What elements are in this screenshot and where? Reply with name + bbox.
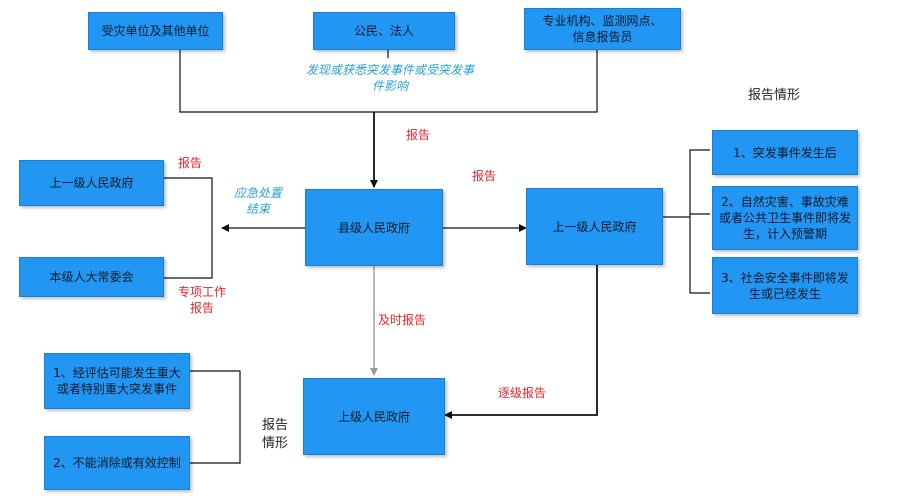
label-discover-line1: 发现或获悉突发事件或受突发事: [305, 63, 474, 77]
box-left-case-2: 2、不能消除或有效控制: [44, 436, 190, 490]
box-county-gov: 县级人民政府: [305, 189, 443, 266]
top-collector-line: [179, 50, 598, 113]
box-left-case-1: 1、经评估可能发生重大或者特别重大突发事件: [44, 353, 190, 409]
box-upper-gov-right: 上一级人民政府: [526, 188, 663, 265]
box-institutions: 专业机构、监测网点、信息报告员: [524, 8, 681, 50]
arrow-upper-right-to-superior: [444, 265, 598, 419]
label-special-line2: 报告: [189, 301, 214, 315]
label-special-report: 专项工作 报告: [170, 284, 234, 316]
label-bottom-cases: 报告 情形: [262, 417, 288, 453]
box-citizens: 公民、法人: [313, 12, 455, 50]
box-right-case-3: 3、社会安全事件即将发生或已经发生: [712, 257, 858, 314]
box-affected-units: 受灾单位及其他单位: [88, 12, 223, 50]
bottom-left-bracket: [190, 370, 241, 464]
box-superior-gov: 上级人民政府: [303, 378, 445, 455]
label-report-left: 报告: [178, 156, 203, 170]
label-timely-report: 及时报告: [378, 313, 427, 327]
right-bracket: [689, 149, 710, 294]
label-bottom-cases-line1: 报告: [262, 418, 289, 433]
box-npc-committee: 本级人大常委会: [19, 257, 164, 297]
left-bracket: [164, 177, 213, 279]
box-right-case-2: 2、自然灾害、事故灾难或者公共卫生事件即将发生，计入预警期: [712, 186, 858, 250]
label-report-main: 报告: [406, 128, 431, 142]
label-emergency-end: 应急处置 结束: [228, 185, 288, 217]
label-emergency-line1: 应急处置: [233, 186, 282, 200]
label-discover: 发现或获悉突发事件或受突发事 件影响: [280, 62, 500, 94]
label-skip-report: 逐级报告: [498, 386, 547, 400]
label-emergency-line2: 结束: [245, 202, 270, 216]
label-special-line1: 专项工作: [177, 285, 226, 299]
box-upper-gov-left: 上一级人民政府: [19, 160, 164, 206]
label-discover-line2: 件影响: [371, 79, 408, 93]
box-right-case-1: 1、突发事件发生后: [712, 130, 858, 175]
label-report-cases-title: 报告情形: [748, 88, 801, 103]
label-report-right: 报告: [472, 169, 497, 183]
label-bottom-cases-line2: 情形: [262, 436, 289, 451]
